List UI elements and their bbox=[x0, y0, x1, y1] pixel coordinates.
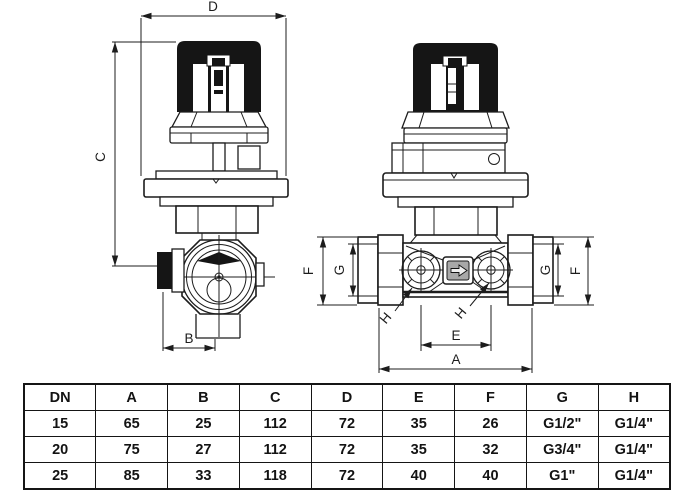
cell-g: G1" bbox=[525, 462, 599, 490]
dim-label-e: E bbox=[451, 328, 460, 343]
cell-c: 118 bbox=[238, 462, 312, 490]
dimension-b: B bbox=[162, 292, 216, 352]
flange-side bbox=[382, 172, 529, 248]
valve-body-side bbox=[357, 234, 554, 306]
cell-e: 40 bbox=[382, 462, 456, 490]
cell-c: 112 bbox=[238, 436, 312, 463]
right-view-drawing: F G G F H H bbox=[301, 43, 594, 373]
cell-d: 72 bbox=[310, 436, 384, 463]
dim-label-b: B bbox=[184, 331, 193, 346]
cell-a: 75 bbox=[95, 436, 169, 463]
side-port bbox=[157, 252, 172, 289]
cell-g: G3/4" bbox=[525, 436, 599, 463]
table-header-row: DN A B C D E F G H bbox=[23, 383, 671, 411]
cell-e: 35 bbox=[382, 410, 456, 437]
cell-a: 85 bbox=[95, 462, 169, 490]
adjustment-knob bbox=[177, 41, 261, 112]
bonnet bbox=[169, 111, 269, 172]
dim-label-h-right: H bbox=[452, 305, 470, 322]
adjustment-knob-side bbox=[413, 43, 498, 112]
cell-h: G1/4" bbox=[597, 436, 671, 463]
flow-arrow-icon bbox=[450, 264, 468, 277]
cell-e: 35 bbox=[382, 436, 456, 463]
dimension-e: E bbox=[420, 305, 492, 351]
cell-b: 27 bbox=[167, 436, 240, 463]
cell-f: 40 bbox=[454, 462, 527, 490]
dim-label-f-right: F bbox=[568, 267, 583, 275]
dimension-g-left: G bbox=[332, 243, 360, 297]
flow-direction-plate bbox=[442, 256, 474, 285]
col-header-e: E bbox=[382, 383, 456, 411]
cell-dn: 20 bbox=[23, 436, 97, 463]
cell-h: G1/4" bbox=[597, 410, 671, 437]
bonnet-port-hole bbox=[488, 153, 500, 165]
table-row: 25 85 33 118 72 40 40 G1" G1/4" bbox=[23, 462, 671, 490]
cell-b: 25 bbox=[167, 410, 240, 437]
hex-nut bbox=[175, 205, 259, 241]
flange bbox=[143, 170, 289, 207]
dimensions-table: DN A B C D E F G H 15 65 25 112 72 35 26… bbox=[23, 383, 671, 490]
col-header-f: F bbox=[454, 383, 527, 411]
col-header-h: H bbox=[597, 383, 671, 411]
valve-body-front bbox=[157, 235, 275, 339]
cell-g: G1/2" bbox=[525, 410, 599, 437]
left-view-drawing: D C bbox=[93, 0, 289, 352]
dimension-c: C bbox=[93, 41, 176, 267]
col-header-dn: DN bbox=[23, 383, 97, 411]
cell-h: G1/4" bbox=[597, 462, 671, 490]
dimension-f-left: F bbox=[301, 236, 357, 306]
gauge-port-left bbox=[399, 248, 443, 292]
cell-c: 112 bbox=[238, 410, 312, 437]
cell-d: 72 bbox=[310, 462, 384, 490]
dim-label-f-left: F bbox=[301, 267, 316, 275]
dimension-a: A bbox=[378, 308, 533, 373]
cell-f: 32 bbox=[454, 436, 527, 463]
dimension-g-right: G bbox=[538, 243, 564, 297]
dim-label-a: A bbox=[451, 352, 460, 367]
col-header-d: D bbox=[310, 383, 384, 411]
dim-label-g-left: G bbox=[332, 265, 347, 276]
cell-dn: 15 bbox=[23, 410, 97, 437]
cell-a: 65 bbox=[95, 410, 169, 437]
dimension-d: D bbox=[140, 0, 287, 176]
col-header-a: A bbox=[95, 383, 169, 411]
dim-label-c: C bbox=[93, 152, 108, 162]
table-row: 15 65 25 112 72 35 26 G1/2" G1/4" bbox=[23, 410, 671, 437]
cell-b: 33 bbox=[167, 462, 240, 490]
dim-label-g-right: G bbox=[538, 265, 553, 276]
dimension-f-right: F bbox=[554, 236, 594, 306]
valve-drawing: D C bbox=[93, 0, 594, 373]
col-header-b: B bbox=[167, 383, 240, 411]
cell-d: 72 bbox=[310, 410, 384, 437]
col-header-c: C bbox=[238, 383, 312, 411]
cell-dn: 25 bbox=[23, 462, 97, 490]
col-header-g: G bbox=[525, 383, 599, 411]
bonnet-side bbox=[391, 111, 510, 174]
dim-label-d: D bbox=[208, 0, 218, 14]
table-row: 20 75 27 112 72 35 32 G3/4" G1/4" bbox=[23, 436, 671, 463]
cell-f: 26 bbox=[454, 410, 527, 437]
